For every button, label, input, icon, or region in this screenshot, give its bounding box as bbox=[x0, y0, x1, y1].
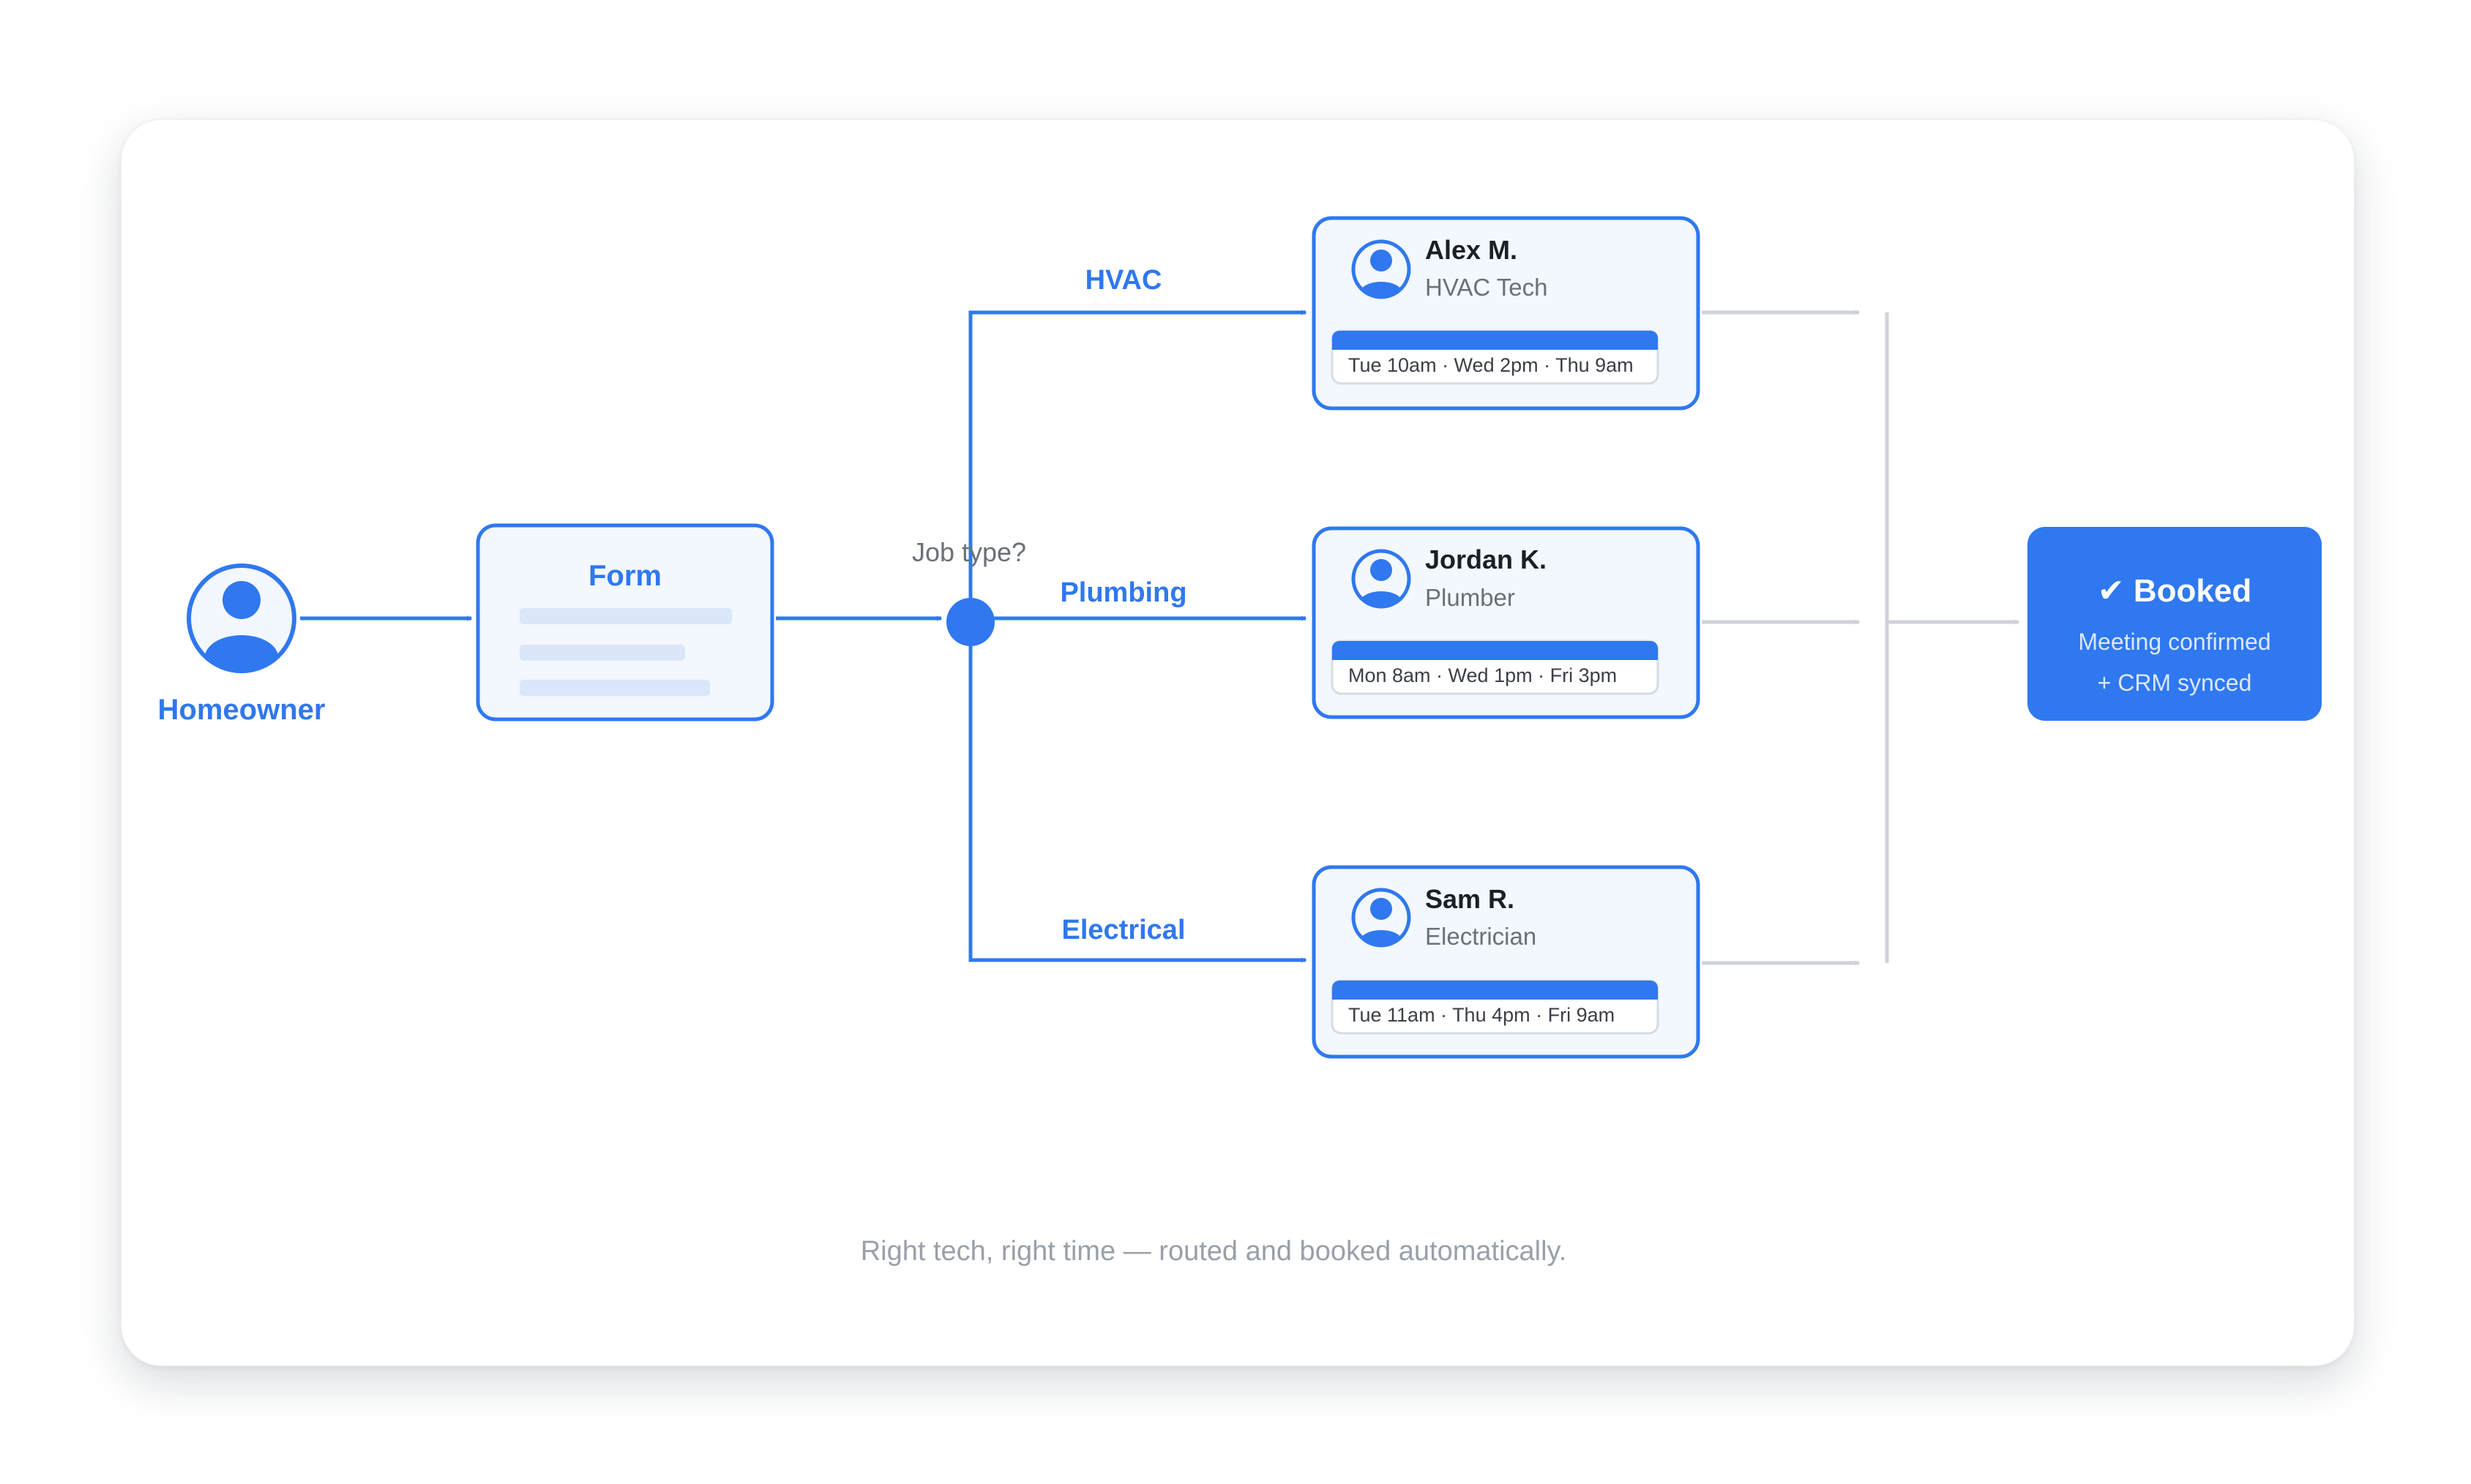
available-slots: Mon 8am · Wed 1pm · Fri 3pm bbox=[1348, 664, 1617, 686]
booked-title: ✔ Booked bbox=[2098, 573, 2251, 609]
tech-card-hvac: Alex M. HVAC Tech Tue 10am · Wed 2pm · T… bbox=[1312, 216, 1700, 411]
decision-question: Job type? bbox=[912, 537, 1026, 567]
slots-header-bar-bottom bbox=[1332, 341, 1658, 350]
branch-lines bbox=[968, 310, 1307, 963]
available-slots: Tue 11am · Thu 4pm · Fri 9am bbox=[1348, 1004, 1615, 1026]
person-icon bbox=[1359, 898, 1403, 945]
booked-box bbox=[2027, 527, 2322, 721]
slots-header-bar-bottom bbox=[1332, 651, 1658, 660]
branch-electrical-line bbox=[968, 618, 1307, 963]
tech-card-electrical: Sam R. Electrician Tue 11am · Thu 4pm · … bbox=[1312, 865, 1700, 1059]
available-slots: Tue 10am · Wed 2pm · Thu 9am bbox=[1348, 354, 1634, 376]
branch-hvac-line bbox=[968, 310, 1307, 618]
person-icon bbox=[1359, 250, 1403, 296]
tech-card-plumbing: Jordan K. Plumber Mon 8am · Wed 1pm · Fr… bbox=[1312, 526, 1700, 719]
tech-name: Alex M. bbox=[1425, 235, 1517, 265]
form-field-line-2 bbox=[520, 645, 685, 661]
tech-name: Sam R. bbox=[1425, 884, 1514, 914]
booked-line-1: Meeting confirmed bbox=[2078, 629, 2270, 655]
merge-connectors bbox=[1702, 310, 2020, 966]
booked-line-2: + CRM synced bbox=[2098, 670, 2252, 696]
route-label-hvac: HVAC bbox=[1085, 265, 1162, 296]
person-icon bbox=[1359, 559, 1403, 606]
form-field-line-1 bbox=[520, 608, 732, 624]
diagram-caption: Right tech, right time — routed and book… bbox=[861, 1236, 1567, 1267]
homeowner-label: Homeowner bbox=[158, 694, 326, 726]
form-node: Form bbox=[476, 523, 774, 722]
tech-role: HVAC Tech bbox=[1425, 274, 1548, 301]
decision-node bbox=[946, 598, 995, 646]
homeowner-node: Homeowner bbox=[158, 563, 326, 726]
form-title: Form bbox=[588, 560, 662, 592]
slots-header-bar-bottom bbox=[1332, 991, 1658, 1000]
diagram-card bbox=[121, 119, 2355, 1366]
route-label-electrical: Electrical bbox=[1062, 915, 1186, 945]
tech-role: Plumber bbox=[1425, 584, 1515, 611]
booked-node: ✔ Booked Meeting confirmed + CRM synced bbox=[2027, 527, 2322, 721]
route-label-plumbing: Plumbing bbox=[1060, 577, 1186, 608]
tech-name: Jordan K. bbox=[1425, 544, 1547, 574]
form-field-line-3 bbox=[520, 680, 710, 696]
tech-role: Electrician bbox=[1425, 923, 1536, 950]
